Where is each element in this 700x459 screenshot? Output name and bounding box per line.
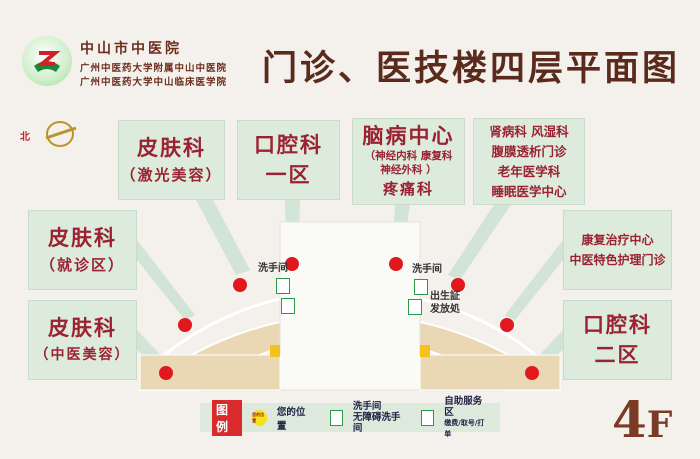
dept-dermatology-tcm[interactable]: 皮肤科 （中医美容） [28, 300, 137, 380]
location-marker [233, 278, 247, 292]
hospital-subtitle: 广州中医药大学附属中山中医院 [80, 63, 228, 74]
location-marker [178, 318, 192, 332]
birth-cert-label: 出生証 [430, 291, 460, 302]
washroom-icon [414, 279, 428, 295]
legend-title: 图例 [212, 399, 243, 436]
dept-name: 皮肤科 [48, 315, 117, 340]
location-marker [389, 257, 403, 271]
dept-stomatology-2[interactable]: 口腔科 二区 [563, 300, 672, 380]
legend-self-service: 自助服务区 [444, 395, 483, 418]
dept-name: 口腔科 [583, 312, 652, 337]
north-label: 北 [20, 132, 30, 143]
dept-name: 睡眠医学中心 [491, 183, 567, 199]
self-service-icon [408, 299, 422, 315]
hospital-subtitle: 广州中医药大学中山临床医学院 [80, 77, 228, 88]
self-service-icon [421, 409, 435, 426]
dept-nephrology[interactable]: 肾病科 风湿科 腹膜透析门诊 老年医学科 睡眠医学中心 [473, 118, 585, 205]
dept-sub: （就诊区） [39, 256, 125, 274]
dept-name: 中医特色护理门诊 [569, 253, 666, 267]
dept-stomatology-1[interactable]: 口腔科 一区 [237, 120, 340, 200]
dept-rehabilitation[interactable]: 康复治疗中心 中医特色护理门诊 [563, 210, 672, 290]
washroom-icon [329, 409, 343, 426]
you-are-here-icon: 您的位置 [252, 409, 267, 426]
dept-name: 皮肤科 [48, 225, 117, 250]
dept-name: 口腔科 [254, 132, 323, 157]
page-title: 门诊、医技楼四层平面图 [262, 48, 681, 89]
location-marker [525, 366, 539, 380]
dept-sub: 二区 [594, 342, 641, 367]
compass-icon [42, 120, 78, 152]
dept-sub: 神经外科 ） [380, 163, 437, 176]
dept-sub: （神经内科 康复科 [364, 149, 453, 162]
floor-number: 4 [612, 390, 647, 449]
washroom-label: 洗手间 [412, 264, 442, 275]
washroom-label: 洗手间 [258, 263, 288, 274]
birth-cert-label: 发放処 [430, 304, 460, 315]
location-marker [159, 366, 173, 380]
hospital-name: 中山市中医院 [80, 41, 182, 57]
dept-sub: 一区 [265, 162, 312, 187]
washroom-icon [276, 278, 290, 294]
dept-name: 疼痛科 [382, 179, 434, 198]
dept-dermatology-laser[interactable]: 皮肤科 （激光美容） [118, 120, 225, 200]
self-service-icon [281, 298, 295, 314]
dept-name: 腹膜透析门诊 [491, 143, 567, 159]
dept-brain-center[interactable]: 脑病中心 （神经内科 康复科 神经外科 ） 疼痛科 [352, 118, 465, 205]
location-marker [500, 318, 514, 332]
legend-self-service-sub: 缴费/取号/打单 [444, 418, 485, 438]
dept-name: 肾病科 风湿科 [489, 123, 569, 139]
legend: 图例 您的位置 您的位置 洗手间 无障碍洗手间 自助服务区 缴费/取号/打单 [200, 396, 500, 438]
legend-accessible-washroom: 无障碍洗手间 [352, 412, 401, 434]
floor-suffix: F [646, 404, 673, 446]
dept-sub: （中医美容） [34, 347, 131, 363]
dept-name: 皮肤科 [137, 135, 206, 160]
dept-sub: （激光美容） [120, 166, 223, 184]
dept-dermatology-clinic[interactable]: 皮肤科 （就诊区） [28, 210, 137, 290]
location-marker [285, 257, 299, 271]
legend-washroom: 洗手间 [352, 401, 382, 412]
hospital-logo [22, 36, 72, 86]
dept-name: 脑病中心 [362, 122, 455, 148]
dept-name: 康复治疗中心 [581, 233, 654, 247]
location-marker [451, 278, 465, 292]
legend-you-are-here: 您的位置 [276, 406, 306, 432]
dept-name: 老年医学科 [497, 163, 561, 179]
floor-indicator: 4F [612, 390, 672, 449]
